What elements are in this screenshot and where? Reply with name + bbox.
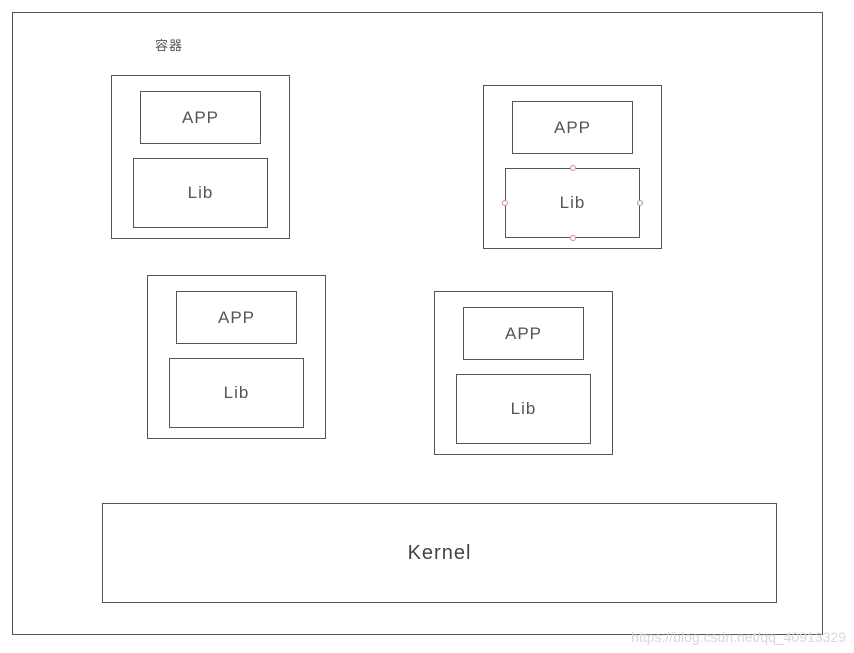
container-title: 容器 (155, 38, 184, 53)
app-box[interactable]: APP (512, 101, 633, 154)
container-2[interactable]: APP Lib (483, 85, 662, 249)
app-box[interactable]: APP (463, 307, 584, 360)
watermark: https://blog.csdn.net/qq_40913329 (631, 629, 846, 645)
lib-box[interactable]: Lib (169, 358, 304, 428)
host-frame (12, 12, 823, 635)
resize-handle-right[interactable] (637, 200, 643, 206)
resize-handle-left[interactable] (502, 200, 508, 206)
container-1[interactable]: APP Lib (111, 75, 290, 239)
container-4[interactable]: APP Lib (434, 291, 613, 455)
resize-handle-bottom[interactable] (570, 235, 576, 241)
resize-handle-top[interactable] (570, 165, 576, 171)
kernel-box[interactable]: Kernel (102, 503, 777, 603)
app-box[interactable]: APP (140, 91, 261, 144)
lib-box[interactable]: Lib (133, 158, 268, 228)
app-box[interactable]: APP (176, 291, 297, 344)
lib-box-selected[interactable]: Lib (505, 168, 640, 238)
lib-box[interactable]: Lib (456, 374, 591, 444)
container-3[interactable]: APP Lib (147, 275, 326, 439)
